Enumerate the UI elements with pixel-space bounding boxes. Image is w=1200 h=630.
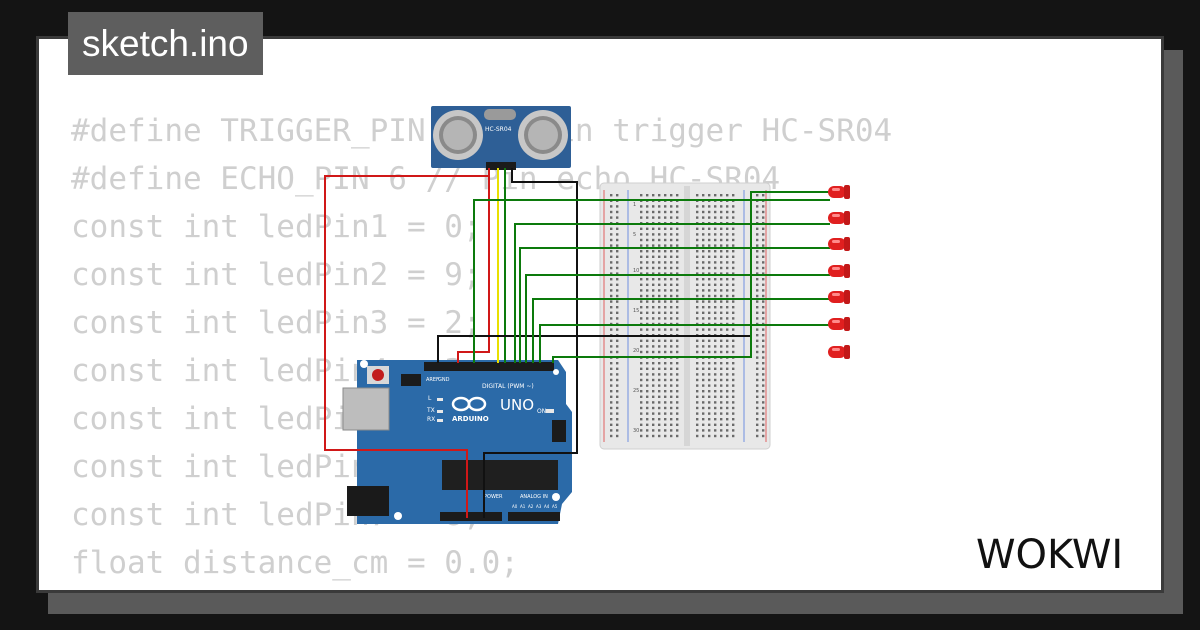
atmega-chip bbox=[442, 460, 558, 490]
wire-led1 bbox=[552, 191, 830, 363]
sensor-pin-header[interactable] bbox=[486, 162, 516, 170]
digital-header-label: DIGITAL (PWM ~) bbox=[482, 383, 534, 390]
led-2[interactable] bbox=[828, 211, 850, 225]
power-header[interactable] bbox=[440, 512, 502, 521]
usb-port bbox=[342, 387, 390, 431]
code-line: const int ledPin1 = 0; bbox=[71, 209, 482, 245]
board-name: UNO bbox=[500, 396, 534, 414]
led-4[interactable] bbox=[828, 264, 850, 278]
row-label: 30 bbox=[633, 428, 639, 434]
l-label: L bbox=[428, 395, 432, 402]
analog-pin-label: A5 bbox=[552, 504, 558, 509]
led-3[interactable] bbox=[828, 237, 850, 251]
sensor-model: HC-SR04 bbox=[485, 126, 512, 133]
code-line: float distance_cm = 0.0; bbox=[71, 545, 519, 581]
rx-label: RX bbox=[427, 416, 435, 423]
digital-header[interactable] bbox=[424, 362, 554, 371]
wokwi-logo: WOKWI bbox=[976, 528, 1151, 582]
wire-gnd bbox=[483, 168, 578, 518]
row-label: 20 bbox=[633, 348, 639, 354]
arduino-uno-board[interactable]: AREF GND DIGITAL (PWM ~) L TX RX UNO ARD… bbox=[342, 360, 572, 524]
analog-pin-label: A2 bbox=[528, 504, 534, 509]
breadboard[interactable]: 1 5 10 15 20 25 30 bbox=[599, 182, 771, 450]
analog-pin-label: A0 bbox=[512, 504, 518, 509]
tx-label: TX bbox=[426, 407, 435, 414]
on-label: ON bbox=[537, 408, 546, 415]
wire-led7 bbox=[539, 324, 830, 363]
row-label: 1 bbox=[633, 202, 636, 208]
led-6[interactable] bbox=[828, 317, 850, 331]
row-label: 15 bbox=[633, 308, 639, 314]
analog-pin-label: A3 bbox=[536, 504, 542, 509]
board-brand: ARDUINO bbox=[452, 415, 489, 423]
wire-vcc-power bbox=[324, 168, 490, 518]
wire-led4 bbox=[519, 247, 830, 363]
analog-label: ANALOG IN bbox=[520, 494, 548, 500]
analog-pin-label: A1 bbox=[520, 504, 526, 509]
ultrasonic-sensor[interactable]: HC-SR04 bbox=[431, 106, 571, 170]
wire-led6 bbox=[532, 298, 830, 363]
gnd-label: GND bbox=[438, 377, 450, 383]
row-label: 10 bbox=[633, 268, 639, 274]
arduino-infinity-logo bbox=[451, 396, 487, 412]
code-line: const int ledPin2 = 9; bbox=[71, 257, 482, 293]
row-label: 5 bbox=[633, 232, 636, 238]
led-7[interactable] bbox=[828, 345, 850, 359]
wire-led5 bbox=[525, 274, 830, 363]
power-label: POWER bbox=[484, 494, 503, 500]
led-1[interactable] bbox=[828, 185, 850, 199]
analog-pin-label: A4 bbox=[544, 504, 550, 509]
wires bbox=[324, 168, 830, 518]
wire-led2 bbox=[473, 199, 830, 363]
led-column[interactable] bbox=[828, 185, 850, 359]
wire-led3 bbox=[514, 223, 830, 363]
brand-text: WOKWI bbox=[976, 532, 1123, 578]
led-5[interactable] bbox=[828, 290, 850, 304]
aref-label: AREF bbox=[426, 377, 439, 383]
file-title: sketch.ino bbox=[68, 12, 263, 75]
row-label: 25 bbox=[633, 388, 639, 394]
analog-header[interactable] bbox=[508, 512, 560, 521]
reset-button[interactable] bbox=[372, 369, 384, 381]
power-jack bbox=[347, 486, 389, 516]
